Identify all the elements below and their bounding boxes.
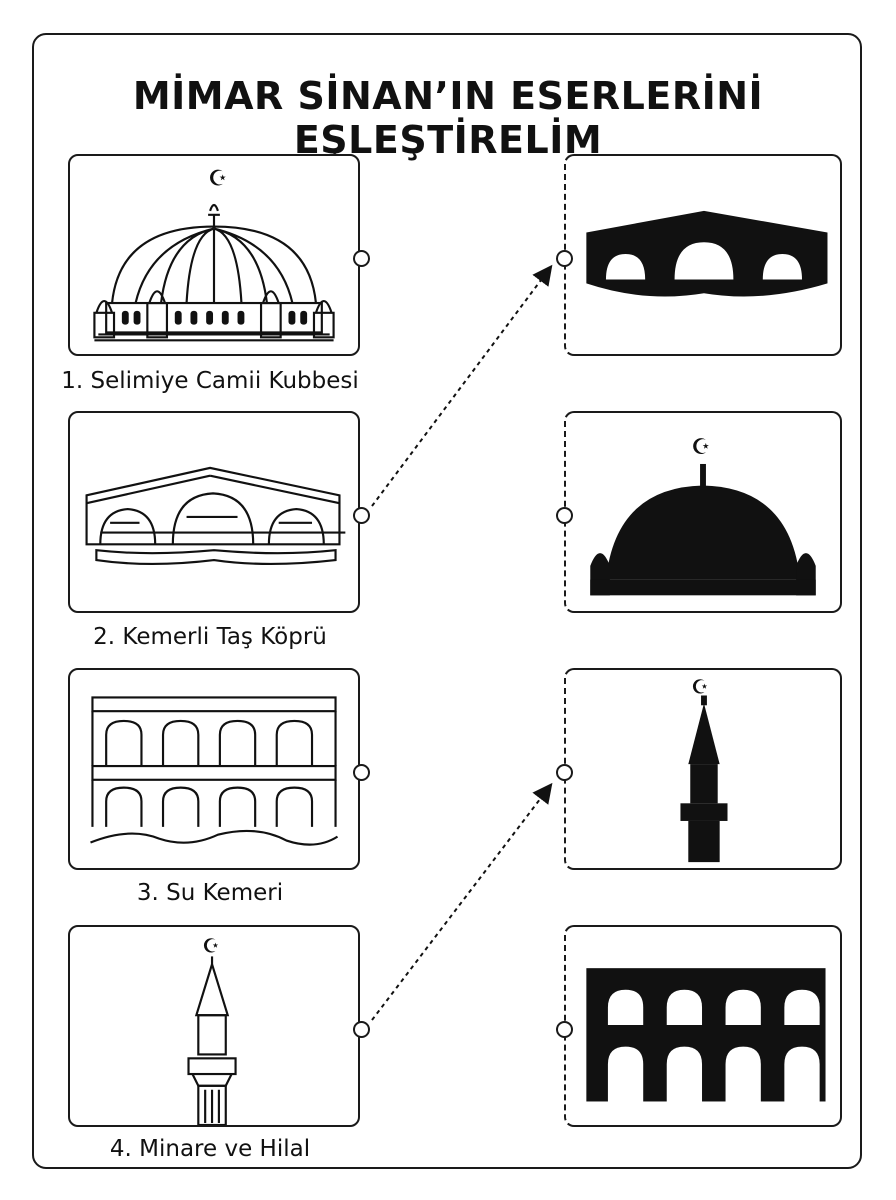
- left-card-3[interactable]: [68, 668, 360, 870]
- dome-silhouette-icon: ☪: [590, 435, 816, 596]
- worksheet-title: MİMAR SİNAN’IN ESERLERİNİ EŞLEŞTİRELİM: [132, 74, 764, 162]
- right-connector-4[interactable]: [556, 1021, 573, 1038]
- left-card-2[interactable]: [68, 411, 360, 613]
- bridge-silhouette-icon: [586, 210, 828, 297]
- worksheet-frame: [32, 33, 862, 1169]
- left-connector-1[interactable]: [353, 250, 370, 267]
- left-card-1[interactable]: ☪: [68, 154, 360, 356]
- svg-text:☪: ☪: [691, 676, 709, 699]
- aqueduct-silhouette-icon: [586, 968, 826, 1102]
- left-connector-4[interactable]: [353, 1021, 370, 1038]
- aqueduct-icon: [90, 696, 339, 846]
- left-label-4: 4. Minare ve Hilal: [109, 1136, 311, 1162]
- svg-text:☪: ☪: [202, 934, 220, 957]
- right-connector-1[interactable]: [556, 250, 573, 267]
- left-connector-2[interactable]: [353, 507, 370, 524]
- right-connector-2[interactable]: [556, 507, 573, 524]
- right-card-2[interactable]: ☪: [564, 411, 842, 613]
- svg-text:☪: ☪: [691, 435, 710, 460]
- right-card-1[interactable]: [564, 154, 842, 356]
- minaret-crescent-icon: ☪: [187, 934, 237, 1125]
- right-connector-3[interactable]: [556, 764, 573, 781]
- left-connector-3[interactable]: [353, 764, 370, 781]
- svg-text:☪: ☪: [208, 166, 227, 191]
- selimiye-dome-icon: ☪: [93, 166, 335, 342]
- left-card-4[interactable]: ☪: [68, 925, 360, 1127]
- right-card-4[interactable]: [564, 925, 842, 1127]
- stone-arch-bridge-icon: [85, 466, 346, 566]
- left-label-1: 1. Selimiye Camii Kubbesi: [61, 368, 359, 394]
- left-label-3: 3. Su Kemeri: [136, 880, 284, 906]
- minaret-silhouette-icon: ☪: [680, 676, 728, 863]
- left-label-2: 2. Kemerli Taş Köprü: [93, 624, 327, 650]
- right-card-3[interactable]: ☪: [564, 668, 842, 870]
